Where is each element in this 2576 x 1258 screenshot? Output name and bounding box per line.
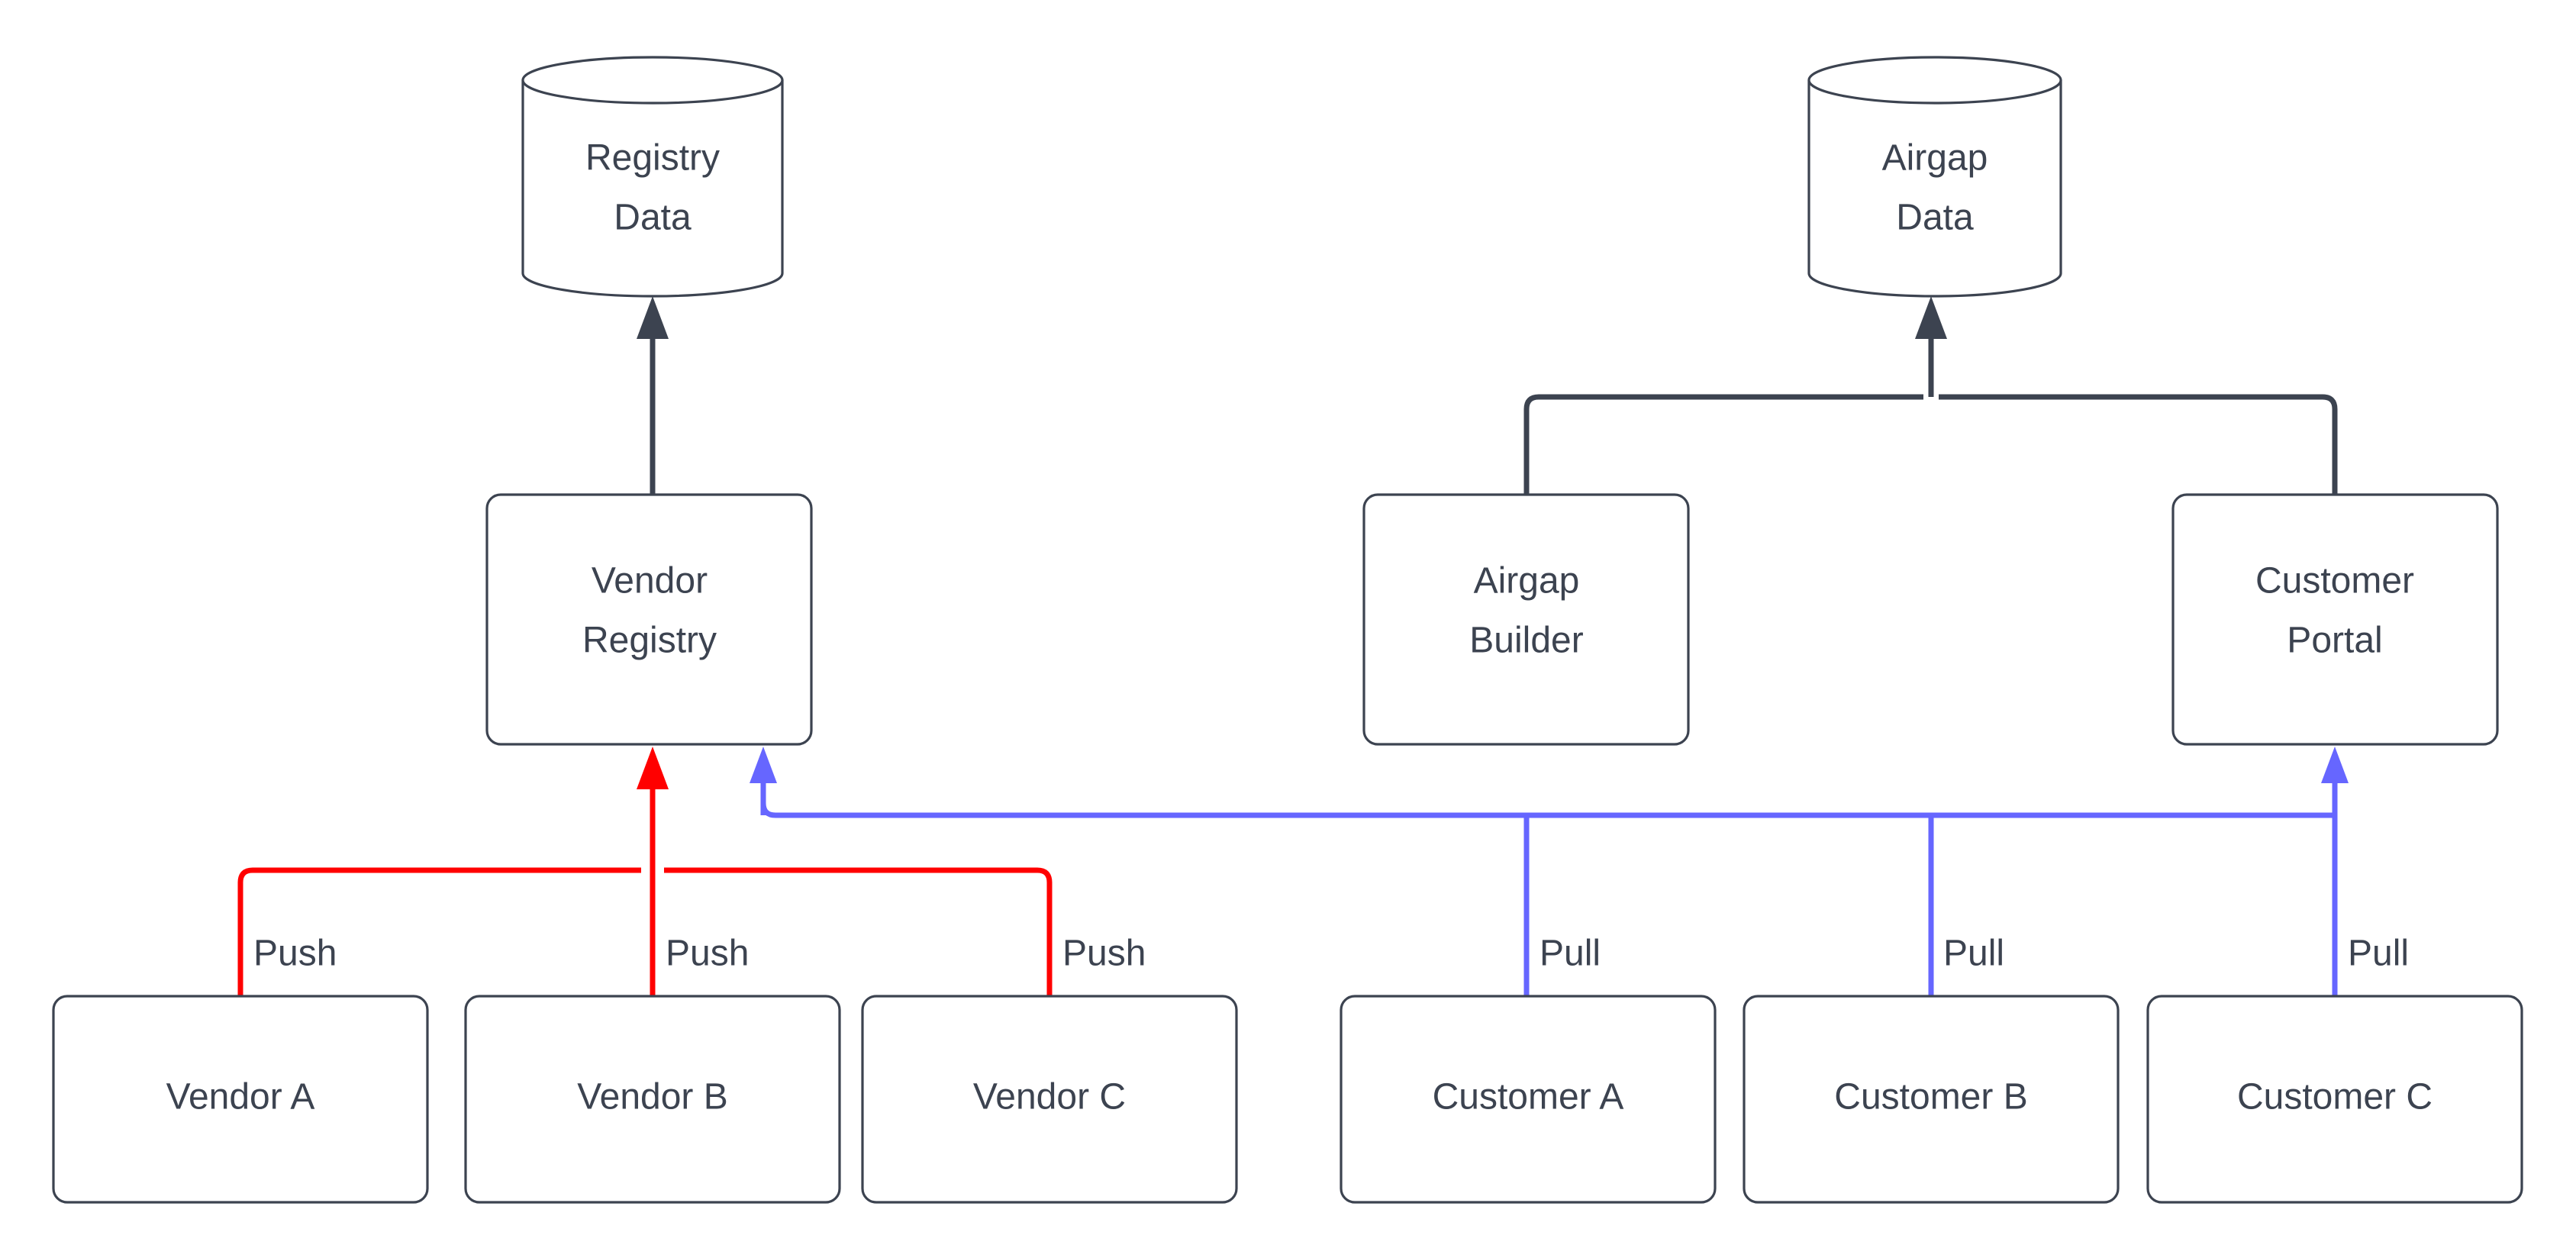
cylinder-top bbox=[521, 56, 784, 105]
node-customer-c[interactable]: Customer C bbox=[2146, 995, 2523, 1204]
edge-push-bus bbox=[237, 747, 1053, 996]
node-box bbox=[464, 995, 841, 1204]
edge-pull-bus bbox=[750, 747, 2349, 996]
edge-line bbox=[1523, 394, 1923, 495]
node-airgap-data[interactable]: Airgap Data bbox=[1807, 56, 2062, 298]
edge-label-push-vendor-c: Push bbox=[1062, 934, 1146, 974]
node-label-line2: Data bbox=[614, 198, 692, 238]
node-customer-b[interactable]: Customer B bbox=[1743, 995, 2120, 1204]
arrowhead-up-icon bbox=[637, 747, 669, 789]
edge-airgap-builder-to-airgap-data bbox=[1523, 394, 1923, 495]
node-vendor-b[interactable]: Vendor B bbox=[464, 995, 841, 1204]
node-label-line2: Builder bbox=[1469, 621, 1583, 661]
node-label-line1: Airgap bbox=[1474, 561, 1580, 602]
node-label: Vendor B bbox=[577, 1077, 727, 1118]
node-box bbox=[2146, 995, 2523, 1204]
node-label-line2: Portal bbox=[2287, 621, 2382, 661]
edge-line bbox=[1939, 394, 2338, 495]
node-box bbox=[52, 995, 429, 1204]
node-label-line2: Data bbox=[1896, 198, 1974, 238]
arrowhead-up-icon bbox=[637, 296, 669, 339]
edge-line-push-vendor-c bbox=[664, 867, 1053, 996]
node-label-line1: Airgap bbox=[1882, 138, 1988, 179]
edge-line-pull-bus bbox=[760, 802, 2335, 818]
node-box bbox=[485, 493, 813, 746]
edge-line-push-vendor-a bbox=[237, 867, 641, 996]
node-label-line1: Vendor bbox=[592, 561, 708, 602]
node-label: Customer A bbox=[1433, 1077, 1624, 1118]
node-customer-portal[interactable]: Customer Portal bbox=[2171, 493, 2499, 746]
node-vendor-registry[interactable]: Vendor Registry bbox=[485, 493, 813, 746]
node-label: Vendor A bbox=[166, 1077, 315, 1118]
cylinder-top bbox=[1807, 56, 2062, 105]
edge-label-pull-customer-b: Pull bbox=[1943, 934, 2004, 974]
edge-label-pull-customer-a: Pull bbox=[1539, 934, 1601, 974]
cylinder-body bbox=[1807, 80, 2062, 298]
edge-label-push-vendor-b: Push bbox=[666, 934, 749, 974]
node-label-line1: Registry bbox=[585, 138, 720, 179]
cylinder-body bbox=[521, 80, 784, 298]
node-label: Customer C bbox=[2237, 1077, 2433, 1118]
node-label-line1: Customer bbox=[2255, 561, 2414, 602]
node-box bbox=[1362, 493, 1690, 746]
node-airgap-builder[interactable]: Airgap Builder bbox=[1362, 493, 1690, 746]
edge-vendor-registry-to-registry-data bbox=[637, 296, 669, 495]
node-registry-data[interactable]: Registry Data bbox=[521, 56, 784, 298]
arrowhead-up-icon bbox=[2321, 747, 2349, 783]
edge-customer-portal-to-airgap-data bbox=[1939, 394, 2338, 495]
arrowhead-up-icon bbox=[750, 747, 777, 783]
node-label: Customer B bbox=[1834, 1077, 2027, 1118]
arrowhead-up-icon bbox=[1915, 296, 1947, 339]
node-box bbox=[2171, 493, 2499, 746]
node-box bbox=[861, 995, 1238, 1204]
edge-label-push-vendor-a: Push bbox=[253, 934, 337, 974]
node-label: Vendor C bbox=[973, 1077, 1126, 1118]
node-customer-a[interactable]: Customer A bbox=[1340, 995, 1717, 1204]
node-box bbox=[1743, 995, 2120, 1204]
edge-label-pull-customer-c: Pull bbox=[2348, 934, 2409, 974]
edge-airgap-data-riser bbox=[1915, 296, 1947, 397]
node-vendor-c[interactable]: Vendor C bbox=[861, 995, 1238, 1204]
node-box bbox=[1340, 995, 1717, 1204]
node-vendor-a[interactable]: Vendor A bbox=[52, 995, 429, 1204]
node-label-line2: Registry bbox=[582, 621, 717, 661]
